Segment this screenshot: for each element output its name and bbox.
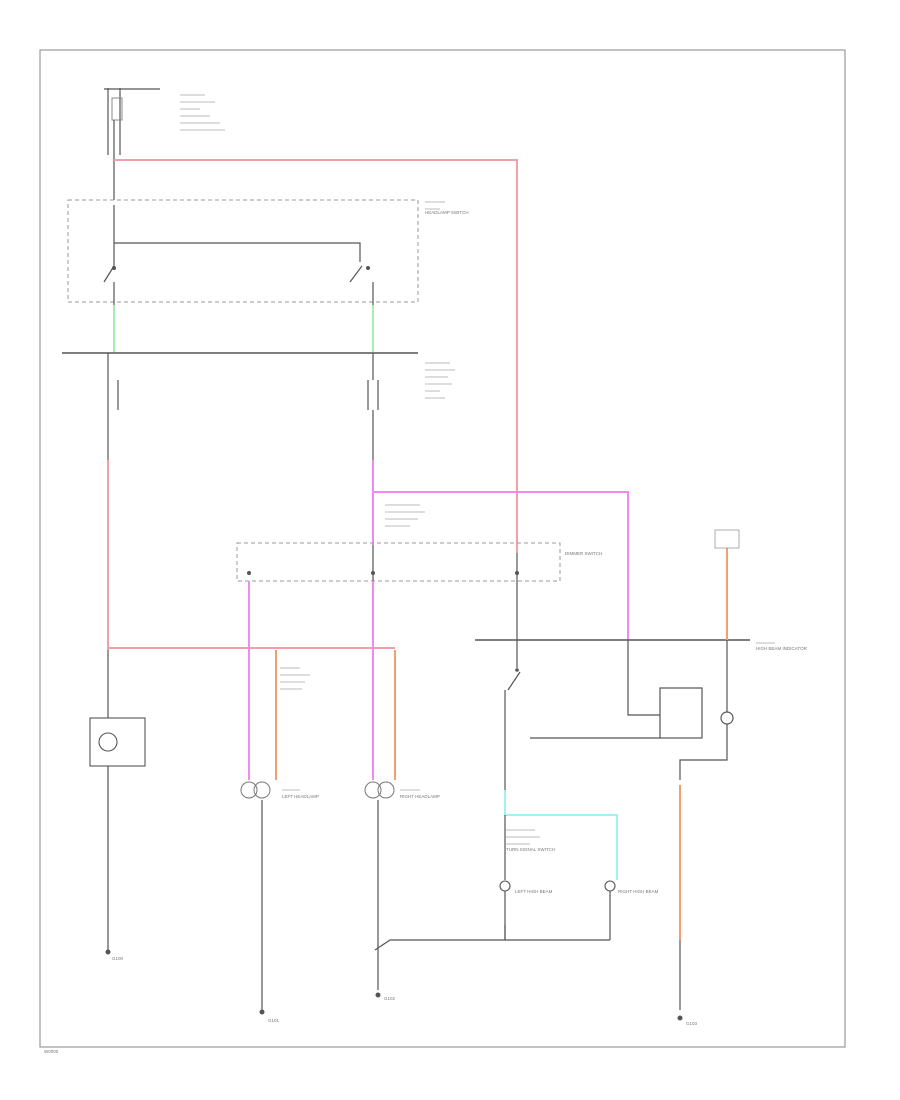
label-left-headlamp: LEFT HEADLAMP <box>282 794 319 799</box>
annotation-marks <box>180 94 775 845</box>
headlamp-switch-contacts <box>103 205 374 305</box>
lamp-group-high-beam <box>374 815 616 951</box>
label-right-high-beam: RIGHT HIGH BEAM <box>618 889 659 894</box>
ground-label-3: G102 <box>384 996 396 1001</box>
diagram-frame <box>39 49 846 1048</box>
footer-code: W0000 <box>44 1049 59 1054</box>
ground-symbol-2 <box>259 1009 265 1015</box>
label-left-high-beam: LEFT HIGH BEAM <box>515 889 553 894</box>
wire-red-top-feed <box>114 159 518 553</box>
high-beam-indicator <box>530 640 734 780</box>
ground-label-1: G100 <box>112 956 124 961</box>
label-headlamp-switch: HEADLAMP SWITCH <box>425 210 469 215</box>
headlamp-right-bulb <box>364 781 395 990</box>
wire-cyan-drl <box>504 790 618 880</box>
ground-symbol-4 <box>677 1015 683 1021</box>
indicator-power-source <box>714 529 740 549</box>
dimmer-switch-box <box>236 542 561 582</box>
connector-c1 <box>107 353 379 460</box>
ground-label-2: G101 <box>268 1018 280 1023</box>
ground-symbol-1 <box>105 949 111 955</box>
ground-symbol-3 <box>375 992 381 998</box>
label-dimmer-switch: DIMMER SWITCH <box>565 551 602 556</box>
label-turn-signal-switch: TURN SIGNAL SWITCH <box>506 847 555 852</box>
label-high-beam-indicator: HIGH BEAM INDICATOR <box>756 646 808 651</box>
dimmer-contacts <box>247 545 519 581</box>
headlamp-switch-box <box>67 199 419 303</box>
label-right-headlamp: RIGHT HEADLAMP <box>400 794 440 799</box>
headlamp-left-bulb <box>240 781 271 1010</box>
ground-label-4: G103 <box>686 1021 698 1026</box>
wire-pink-upper-loop <box>373 491 629 640</box>
headlamp-left-module <box>89 650 146 950</box>
